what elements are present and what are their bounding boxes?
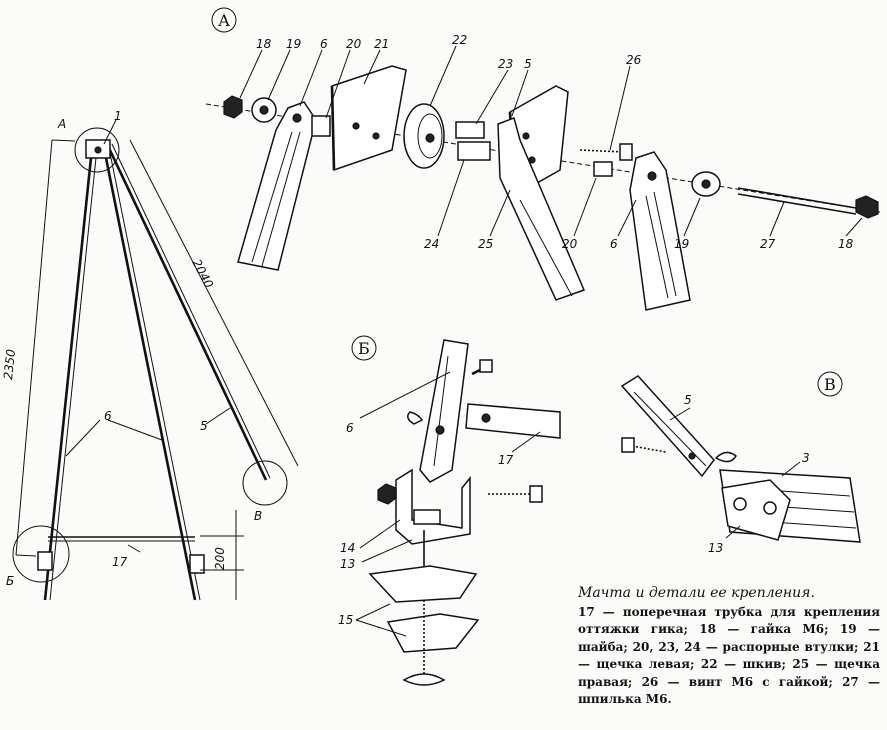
bracket-13	[721, 479, 791, 541]
strut-5-detail	[620, 375, 715, 478]
view-v-strut	[620, 371, 861, 543]
part-label-17-base: 17	[498, 453, 514, 467]
part-label-5-frame: 5	[200, 419, 208, 433]
part-label-15: 15	[338, 613, 353, 627]
view-label-b: Б	[358, 339, 370, 358]
part-label-6-frame: 6	[104, 409, 112, 423]
spacer-24	[457, 141, 491, 161]
corner-label-v: В	[254, 509, 262, 523]
part-label-13-detail: 13	[708, 541, 723, 555]
part-label-20-top: 20	[346, 37, 362, 51]
part-label-17-frame: 17	[112, 555, 128, 569]
pulley-22	[403, 103, 445, 169]
view-circle-b	[351, 335, 377, 361]
bolt-strut	[631, 445, 667, 453]
part-label-5-top: 5	[524, 57, 532, 71]
view-circle-a	[211, 7, 237, 33]
part-label-14: 14	[340, 541, 355, 555]
wing-nut-lower	[402, 673, 446, 686]
nut-18-right	[855, 195, 879, 219]
part-label-21: 21	[374, 37, 389, 51]
detail-circle-b	[12, 525, 70, 583]
part-label-19-bottom: 19	[674, 237, 689, 251]
corner-label-b: Б	[6, 574, 14, 588]
part-label-24: 24	[424, 237, 439, 251]
detail-circle-a	[74, 127, 120, 173]
part-label-18-bottom: 18	[838, 237, 854, 251]
part-label-22: 22	[452, 33, 467, 47]
part-label-25: 25	[478, 237, 493, 251]
screw-26	[579, 149, 625, 153]
part-label-18-top: 18	[256, 37, 272, 51]
part-label-6-bottom: 6	[610, 237, 618, 251]
part-label-6-top: 6	[320, 37, 328, 51]
part-label-26: 26	[626, 53, 642, 67]
dim-height-left: 2350	[1, 348, 18, 380]
part-label-3: 3	[802, 451, 810, 465]
view-label-v: В	[824, 375, 836, 394]
part-label-23: 23	[498, 57, 513, 71]
strut-5	[106, 145, 268, 481]
part-label-13-base: 13	[340, 557, 355, 571]
clamp-plate-15-lower	[386, 613, 480, 653]
view-b-base	[351, 335, 561, 686]
left-leg-tube	[43, 147, 94, 601]
tube-17-base	[465, 403, 561, 439]
spacer-20-right	[593, 161, 613, 177]
tube-6-base	[419, 339, 469, 483]
view-label-a: А	[218, 11, 230, 30]
view-a-exploded	[205, 7, 881, 311]
left-foot	[37, 551, 53, 571]
cheek-21-left	[331, 65, 407, 172]
part-label-6-base: 6	[346, 421, 354, 435]
nut-base	[377, 483, 397, 505]
figure-caption: Мачта и детали ее крепления. 17 — попере…	[578, 585, 880, 709]
bracket-14	[395, 468, 471, 545]
part-label-19-top: 19	[286, 37, 301, 51]
caption-body: 17 — поперечная трубка для крепления отт…	[578, 604, 880, 707]
spacer-20-left	[311, 115, 331, 137]
caption-title: Мачта и детали ее крепления.	[578, 585, 815, 601]
dim-diagonal: 2040	[189, 257, 216, 291]
dim-line-2350	[15, 139, 53, 556]
dim-line-2040	[129, 139, 299, 467]
part-label-27: 27	[760, 237, 776, 251]
tube-6-left	[237, 101, 317, 271]
nut-18-left	[223, 95, 243, 119]
right-foot	[189, 554, 205, 574]
view-circle-v	[817, 371, 843, 397]
stud-27	[737, 187, 857, 209]
spacer-23	[455, 121, 485, 139]
part-label-1: 1	[114, 109, 122, 123]
mast-frame	[12, 119, 299, 601]
clamp-plate-15-upper	[368, 565, 478, 603]
corner-label-a: А	[57, 117, 66, 131]
wing-nut-upper	[407, 411, 424, 425]
strut-5-tube	[497, 117, 586, 301]
right-leg-tube	[102, 147, 197, 601]
part-label-5-detail: 5	[684, 393, 692, 407]
detail-circle-v	[242, 460, 288, 506]
wing-nut-strut	[714, 451, 737, 463]
part-label-20-bottom: 20	[562, 237, 578, 251]
dim-base-height: 200	[213, 547, 227, 570]
tube-6-right	[629, 151, 691, 311]
